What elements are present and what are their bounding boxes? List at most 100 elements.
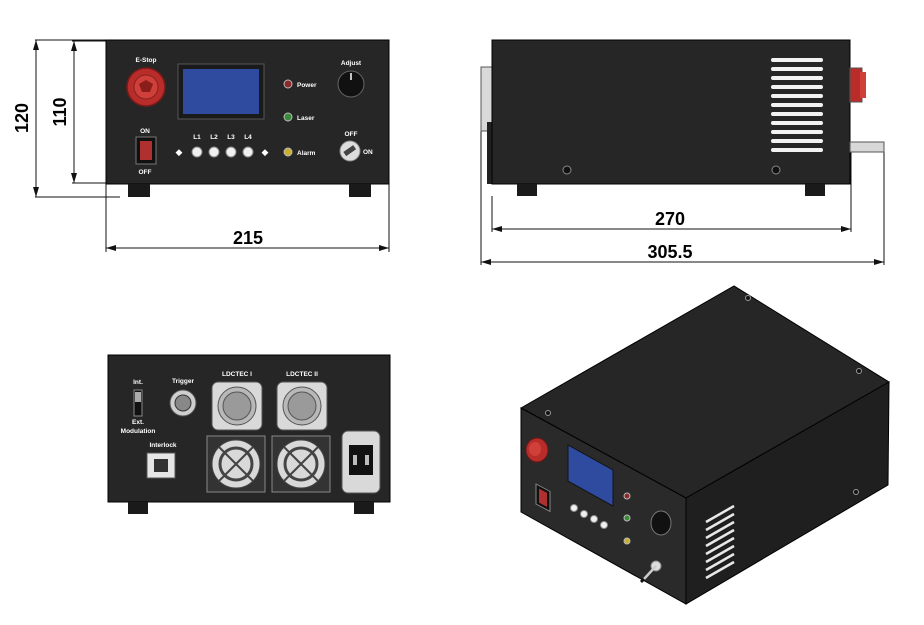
foot-right xyxy=(349,184,371,197)
ldctec2-label: LDCTEC II xyxy=(286,371,318,378)
arrow-110-bottom xyxy=(71,173,77,183)
side-knob-protrusion xyxy=(480,66,494,132)
led-l4 xyxy=(242,146,254,158)
arrow-120-top xyxy=(33,40,39,50)
fan-right-cross-icon xyxy=(283,446,319,482)
iso-led-l1 xyxy=(570,504,578,512)
iso-key-icon xyxy=(643,565,657,580)
ldctec2-pins-icon xyxy=(287,391,317,421)
iso-vent-slot xyxy=(705,520,735,540)
iso-screw xyxy=(856,368,862,374)
side-view: 270 305.5 xyxy=(480,39,885,265)
vent-slot xyxy=(771,139,823,143)
fan-right-ring-icon xyxy=(283,446,319,482)
led-label-l4: L4 xyxy=(244,134,252,141)
adjust-label: Adjust xyxy=(341,60,362,67)
iso-vent-slot xyxy=(705,504,735,524)
arrow-270-right xyxy=(841,226,851,232)
trigger-label: Trigger xyxy=(172,378,195,385)
interlock-label: Interlock xyxy=(149,442,176,449)
power-inlet-pin-icon xyxy=(353,455,357,465)
switch-off-label: OFF xyxy=(139,169,152,176)
ldctec1-label: LDCTEC I xyxy=(222,371,252,378)
iso-led-l4 xyxy=(600,521,608,529)
key-on-label: ON xyxy=(363,149,373,156)
iso-screw xyxy=(545,410,551,416)
arrow-305-right xyxy=(874,259,884,265)
led-label-l1: L1 xyxy=(193,134,201,141)
estop-label: E-Stop xyxy=(136,57,157,64)
side-estop-cap xyxy=(860,72,866,98)
modulation-switch-lever xyxy=(135,392,141,402)
iso-led-l3 xyxy=(590,515,598,523)
lcd-screen xyxy=(183,69,259,114)
laser-led xyxy=(283,112,293,122)
arrow-270-left xyxy=(492,226,502,232)
side-bracket xyxy=(849,141,885,153)
fan-right xyxy=(271,435,331,493)
alarm-label: Alarm xyxy=(297,150,316,157)
modulation-label: Modulation xyxy=(121,428,156,435)
dim-label-110: 110 xyxy=(50,97,70,126)
arrow-120-bottom xyxy=(33,187,39,197)
iso-screw xyxy=(745,295,751,301)
iso-screw xyxy=(853,489,859,495)
laser-label: Laser xyxy=(297,115,315,122)
key-off-label: OFF xyxy=(345,131,358,138)
alarm-led xyxy=(283,147,293,157)
fan-left xyxy=(206,435,266,493)
dim-label-120: 120 xyxy=(12,103,32,133)
vent-slot xyxy=(771,148,823,152)
iso-vent-slot xyxy=(705,552,735,572)
iso-laser-led xyxy=(623,514,631,522)
fan-left-cross-icon xyxy=(218,446,254,482)
vent-slot xyxy=(771,121,823,125)
modulation-switch xyxy=(133,389,143,417)
dim-label-270: 270 xyxy=(655,209,685,229)
arrow-305-left xyxy=(481,259,491,265)
led-label-l3: L3 xyxy=(227,134,235,141)
power-switch-rocker xyxy=(140,141,152,160)
side-vent xyxy=(771,58,823,152)
vent-slot xyxy=(771,85,823,89)
iso-key-end-icon xyxy=(639,577,646,584)
fan-left-ring-icon xyxy=(218,446,254,482)
iso-vent-slot xyxy=(705,536,735,556)
iso-led-l2 xyxy=(580,510,588,518)
iso-adjust-knob xyxy=(650,510,672,536)
interlock-socket-icon xyxy=(154,459,168,472)
ext-label: Ext. xyxy=(132,419,144,426)
led-l2 xyxy=(208,146,220,158)
led-minus-icon: ◆ xyxy=(176,147,183,157)
power-led xyxy=(283,79,293,89)
trigger-connector-inner xyxy=(174,394,192,412)
vent-slot xyxy=(771,112,823,116)
arrow-215-right xyxy=(379,245,389,251)
arrow-215-left xyxy=(106,245,116,251)
arrow-110-top xyxy=(71,41,77,51)
vent-slot xyxy=(771,58,823,62)
iso-lcd-screen xyxy=(567,444,614,507)
rear-foot-left xyxy=(128,502,148,514)
foot-left xyxy=(128,184,150,197)
power-inlet-socket xyxy=(349,445,373,475)
vent-slot xyxy=(771,103,823,107)
iso-vent-slot xyxy=(705,512,735,532)
side-foot-left xyxy=(517,184,537,196)
iso-estop-cap xyxy=(529,442,541,456)
side-front-bezel xyxy=(487,122,493,184)
iso-front-face xyxy=(520,407,687,605)
estop-arrow-icon xyxy=(139,80,153,92)
iso-side-vent xyxy=(705,504,735,580)
side-screw-left xyxy=(562,165,572,175)
rear-foot-right xyxy=(354,502,374,514)
power-label: Power xyxy=(297,82,317,89)
side-screw-right xyxy=(771,165,781,175)
int-label: Int. xyxy=(133,379,143,386)
isometric-view xyxy=(519,285,890,605)
iso-alarm-led xyxy=(623,537,631,545)
led-plus-icon: ◆ xyxy=(262,147,269,157)
key-slot-icon xyxy=(343,145,357,157)
